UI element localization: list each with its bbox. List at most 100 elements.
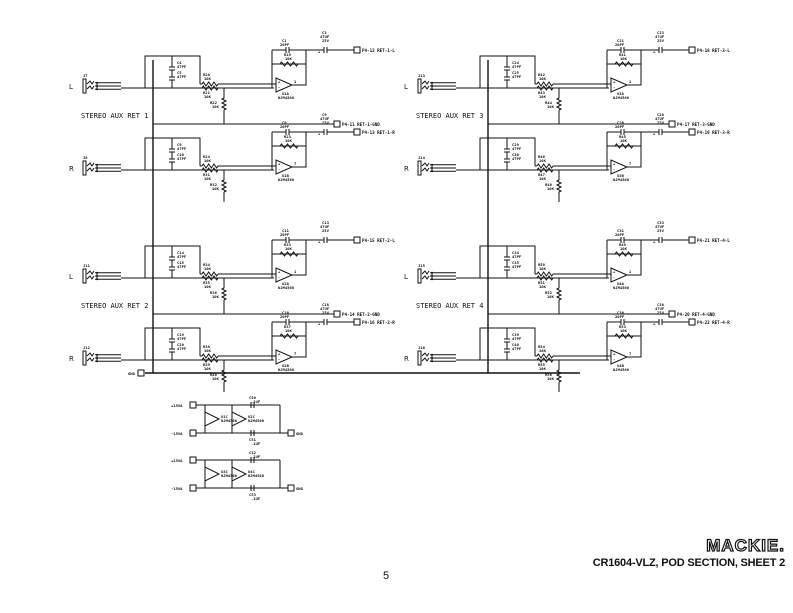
cap-ref: C11	[282, 228, 290, 233]
cap-ref: C51	[249, 437, 257, 442]
cap-value: 20PF	[615, 314, 625, 319]
connector-pin	[287, 484, 295, 492]
cap-value: 47PF	[177, 146, 187, 151]
connector-pin	[353, 46, 361, 54]
opamp-icon	[231, 466, 248, 482]
cap-ref: C9	[177, 142, 182, 147]
opamp-pin: -	[613, 275, 615, 280]
opamp-part: NJM4560	[278, 177, 295, 182]
opamp-ref: U4A	[617, 281, 625, 286]
cap-value: .1UF	[251, 496, 261, 501]
cap-value: 25V	[322, 228, 330, 233]
opamp-part: NJM4560	[221, 473, 238, 478]
resistor-ref: R33	[284, 242, 292, 247]
connector-pin	[189, 484, 197, 492]
opamp-pin: -	[613, 85, 615, 90]
resistor	[201, 357, 219, 363]
wire	[624, 131, 642, 168]
cap-value: 47PF	[512, 264, 522, 269]
cap-ref: C28	[657, 112, 665, 117]
opamp-ref: U2A	[282, 281, 290, 286]
wire	[289, 321, 307, 358]
opamp-pin: +	[613, 79, 616, 84]
supply-label: +15VA	[171, 403, 183, 408]
resistor-ref: R47	[538, 172, 545, 177]
resistor	[536, 81, 554, 87]
resistor-value: 10K	[212, 186, 220, 191]
wire	[624, 49, 642, 86]
section-label: STEREO AUX RET 2	[81, 302, 148, 310]
resistor-value: 10K	[620, 328, 628, 333]
opamp-part: NJM4560	[278, 367, 295, 372]
cap-ref: C1	[282, 38, 287, 43]
resistor-ref: R54	[538, 344, 546, 349]
resistor	[220, 287, 228, 301]
cap-value: .1UF	[251, 399, 261, 404]
connector-pin	[333, 120, 341, 128]
channel-side-label: R	[69, 165, 74, 173]
cap-value: 47PF	[177, 74, 187, 79]
resistor-value: 10K	[204, 94, 212, 99]
output-label: P4-18 RET-3-L	[697, 48, 730, 53]
cap-ref: C34	[512, 250, 520, 255]
jack-icon	[82, 350, 87, 366]
jack-ref: J15	[418, 263, 426, 268]
resistor-value: 10K	[620, 56, 628, 61]
opamp-pin: 1	[294, 79, 297, 84]
cap-value: 20PF	[615, 232, 625, 237]
opamp-ref: U4B	[617, 363, 625, 368]
opamp-icon	[204, 466, 221, 482]
connector-pin	[668, 120, 676, 128]
opamp-ref: U1C	[221, 414, 228, 419]
cap-value: 47UF	[655, 306, 665, 311]
resistor-value: 10K	[212, 104, 220, 109]
opamp-part: NJM4560	[613, 285, 630, 290]
cap-ref: C26	[617, 120, 625, 125]
polarity: +	[653, 239, 656, 244]
resistor	[555, 179, 563, 193]
opamp-pin: +	[278, 351, 281, 356]
cap-ref: C24	[512, 60, 520, 65]
resistor-ref: R22	[210, 100, 217, 105]
resistor-ref: R45	[619, 134, 627, 139]
resistor-value: 10K	[620, 138, 628, 143]
channel-side-label: L	[404, 83, 408, 91]
resistor-value: 10K	[539, 176, 547, 181]
resistor	[201, 353, 219, 359]
jack-ref: J12	[83, 345, 90, 350]
cap-value: 47UF	[320, 224, 330, 229]
opamp-icon	[275, 267, 294, 283]
resistor-value: 10K	[204, 266, 212, 271]
channel-side-label: L	[69, 83, 73, 91]
mackie-logo: MACKIE.	[706, 535, 785, 555]
jack-ring	[86, 357, 95, 362]
jack-tip	[421, 162, 430, 167]
opamp-icon	[275, 159, 294, 175]
polarity: +	[318, 239, 321, 244]
section-label: STEREO AUX RET 3	[416, 112, 483, 120]
output-label: P4-13 RET-1-R	[362, 130, 395, 135]
resistor-value: 10K	[620, 246, 628, 251]
section-label: STEREO AUX RET 4	[416, 302, 483, 310]
resistor-ref: R49	[619, 242, 627, 247]
opamp-icon	[610, 349, 629, 365]
resistor-value: 10K	[539, 284, 547, 289]
resistor	[614, 61, 634, 67]
opamp-part: NJM4560	[278, 285, 295, 290]
connector-pin	[189, 456, 197, 464]
resistor-value: 10K	[204, 76, 212, 81]
gnd-input-label: GND	[128, 371, 136, 376]
resistor-ref: R42	[538, 72, 545, 77]
opamp-ref: U2C	[248, 414, 255, 419]
resistor	[279, 143, 299, 149]
resistor	[555, 287, 563, 301]
cap-ref: C35	[512, 260, 520, 265]
resistor-value: 10K	[547, 104, 555, 109]
jack-ref: J14	[418, 155, 426, 160]
